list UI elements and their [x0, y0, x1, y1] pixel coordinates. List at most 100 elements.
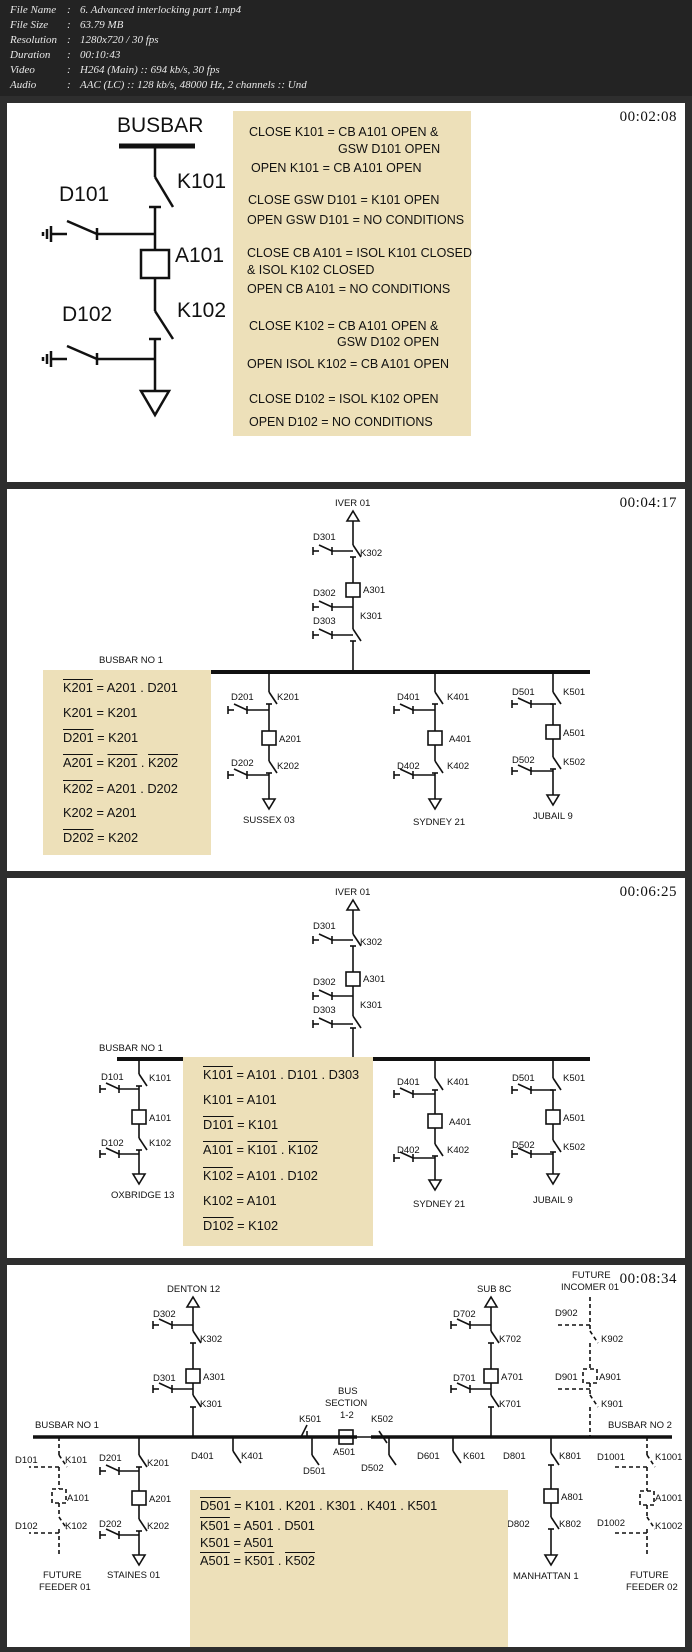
- bus-section-label: BUS: [338, 1386, 358, 1397]
- interlock-rules-panel: CLOSE K101 = CB A101 OPEN & GSW D101 OPE…: [233, 111, 472, 436]
- feeder-label: MANHATTAN 1: [513, 1571, 579, 1582]
- switch-label: D102: [15, 1521, 38, 1532]
- switch-label: D501: [512, 687, 535, 698]
- rule-text: GSW D101 OPEN: [338, 142, 441, 156]
- feeder-label: SYDNEY 21: [413, 817, 465, 828]
- switch-label: K302: [360, 937, 382, 948]
- switch-label: K502: [371, 1414, 393, 1425]
- switch-label: D701: [453, 1373, 476, 1384]
- switch-label: D901: [555, 1372, 578, 1383]
- earth-arrow: [138, 389, 172, 418]
- switch-label: D401: [191, 1451, 214, 1462]
- breaker-a301: [345, 971, 361, 987]
- rule-text: & ISOL K102 CLOSED: [247, 263, 375, 277]
- feeder-arrow: [545, 794, 561, 807]
- equation-line: A101 = K101 . K102: [203, 1142, 318, 1157]
- switch-label: D502: [512, 1140, 535, 1151]
- switch-label: K401: [447, 1077, 469, 1088]
- switch-label: D702: [453, 1309, 476, 1320]
- rule-text: CLOSE GSW D101 = K101 OPEN: [248, 193, 440, 207]
- breaker-label: A501: [333, 1447, 355, 1458]
- switch-label: K801: [559, 1451, 581, 1462]
- equation-line: K102 = A101: [203, 1193, 277, 1208]
- switch-label: D302: [313, 588, 336, 599]
- meta-row: Duration:00:10:43: [10, 49, 121, 61]
- feeder-arrow: [427, 798, 443, 811]
- feeder-label: IVER 01: [335, 887, 370, 898]
- single-line-diagram: IVER 01 D301 K302 D302 A301 D303 K301 BU…: [99, 498, 590, 828]
- boolean-equations-panel: D501 = K101 . K201 . K301 . K401 . K501 …: [190, 1490, 508, 1647]
- breaker-a801: [543, 1488, 559, 1504]
- breaker-label: A401: [449, 734, 471, 745]
- feeder-label: SUSSEX 03: [243, 815, 295, 826]
- switch-label: D401: [397, 692, 420, 703]
- k102-label: K102: [177, 299, 226, 322]
- feeder-arrow: [261, 798, 277, 811]
- breaker-a1001: [639, 1490, 655, 1506]
- isolator-k102: [153, 310, 175, 340]
- switch-label: K701: [499, 1399, 521, 1410]
- switch-label: D302: [153, 1309, 176, 1320]
- switch-label: K302: [360, 548, 382, 559]
- meta-row: File Size:63.79 MB: [10, 19, 124, 31]
- boolean-equations-panel: K101 = A101 . D101 . D303 K101 = A101 D1…: [183, 1057, 373, 1246]
- breaker-label: A501: [563, 1113, 585, 1124]
- breaker-label: A501: [563, 728, 585, 739]
- switch-label: D501: [512, 1073, 535, 1084]
- switch-label: D303: [313, 616, 336, 627]
- timestamp: 00:08:34: [619, 1271, 677, 1287]
- d101-label: D101: [59, 183, 109, 206]
- breaker-a901: [582, 1368, 598, 1384]
- equation-line: K501 = A501: [200, 1535, 274, 1550]
- switch-label: K901: [601, 1399, 623, 1410]
- switch-label: K201: [147, 1458, 169, 1469]
- feeder-label: JUBAIL 9: [533, 811, 573, 822]
- switch-label: K501: [563, 687, 585, 698]
- switch-label: K301: [200, 1399, 222, 1410]
- equation-line: A201 = K201 . K202: [63, 755, 178, 770]
- rule-text: OPEN CB A101 = NO CONDITIONS: [247, 282, 451, 296]
- switch-label: D401: [397, 1077, 420, 1088]
- breaker-label: A101: [67, 1493, 89, 1504]
- switch-label: K301: [360, 1000, 382, 1011]
- boolean-equations-panel: K201 = A201 . D201 K201 = K201 D201 = K2…: [43, 670, 211, 855]
- switch-label: D501: [303, 1466, 326, 1477]
- feeder-arrow: [345, 898, 361, 911]
- switch-label: D101: [101, 1072, 124, 1083]
- switch-label: K601: [463, 1451, 485, 1462]
- switch-label: K501: [299, 1414, 321, 1425]
- video-frame-2: IVER 01 D301 K302 D302 A301 D303 K301 BU…: [7, 489, 685, 871]
- breaker-a401: [427, 730, 443, 746]
- rule-text: CLOSE K101 = CB A101 OPEN &: [249, 125, 439, 139]
- switch-label: D202: [231, 758, 254, 769]
- switch-label: K101: [65, 1455, 87, 1466]
- feeder-arrow: [185, 1295, 201, 1308]
- bus-section-label: 1-2: [340, 1410, 354, 1421]
- video-frame-3: IVER 01 D301 K302 D302 A301 D303 K301 BU…: [7, 878, 685, 1258]
- switch-label: K102: [149, 1138, 171, 1149]
- busbar-label: BUSBAR NO 1: [35, 1420, 99, 1431]
- k101-label: K101: [177, 170, 226, 193]
- switch-label: D201: [231, 692, 254, 703]
- switch-label: D402: [397, 761, 420, 772]
- breaker-label: A901: [599, 1372, 621, 1383]
- equation-line: D201 = K201: [63, 730, 139, 745]
- busbar-label: BUSBAR NO 1: [99, 1043, 163, 1054]
- breaker-label: A1001: [655, 1493, 682, 1504]
- switch-label: K402: [447, 761, 469, 772]
- switch-label: D801: [503, 1451, 526, 1462]
- file-info-header: File Name:6. Advanced interlocking part …: [0, 0, 692, 96]
- switch-label: D102: [101, 1138, 124, 1149]
- equation-line: K202 = A201: [63, 805, 137, 820]
- switch-label: D902: [555, 1308, 578, 1319]
- breaker-a401: [427, 1113, 443, 1129]
- meta-row: File Name:6. Advanced interlocking part …: [10, 4, 242, 16]
- breaker-a701: [483, 1368, 499, 1384]
- switch-label: K1002: [655, 1521, 682, 1532]
- switch-label: D301: [313, 921, 336, 932]
- switch-label: K502: [563, 757, 585, 768]
- rule-text: OPEN D102 = NO CONDITIONS: [249, 415, 433, 429]
- switch-label: K202: [147, 1521, 169, 1532]
- switch-label: K101: [149, 1073, 171, 1084]
- meta-row: Resolution:1280x720 / 30 fps: [10, 34, 159, 46]
